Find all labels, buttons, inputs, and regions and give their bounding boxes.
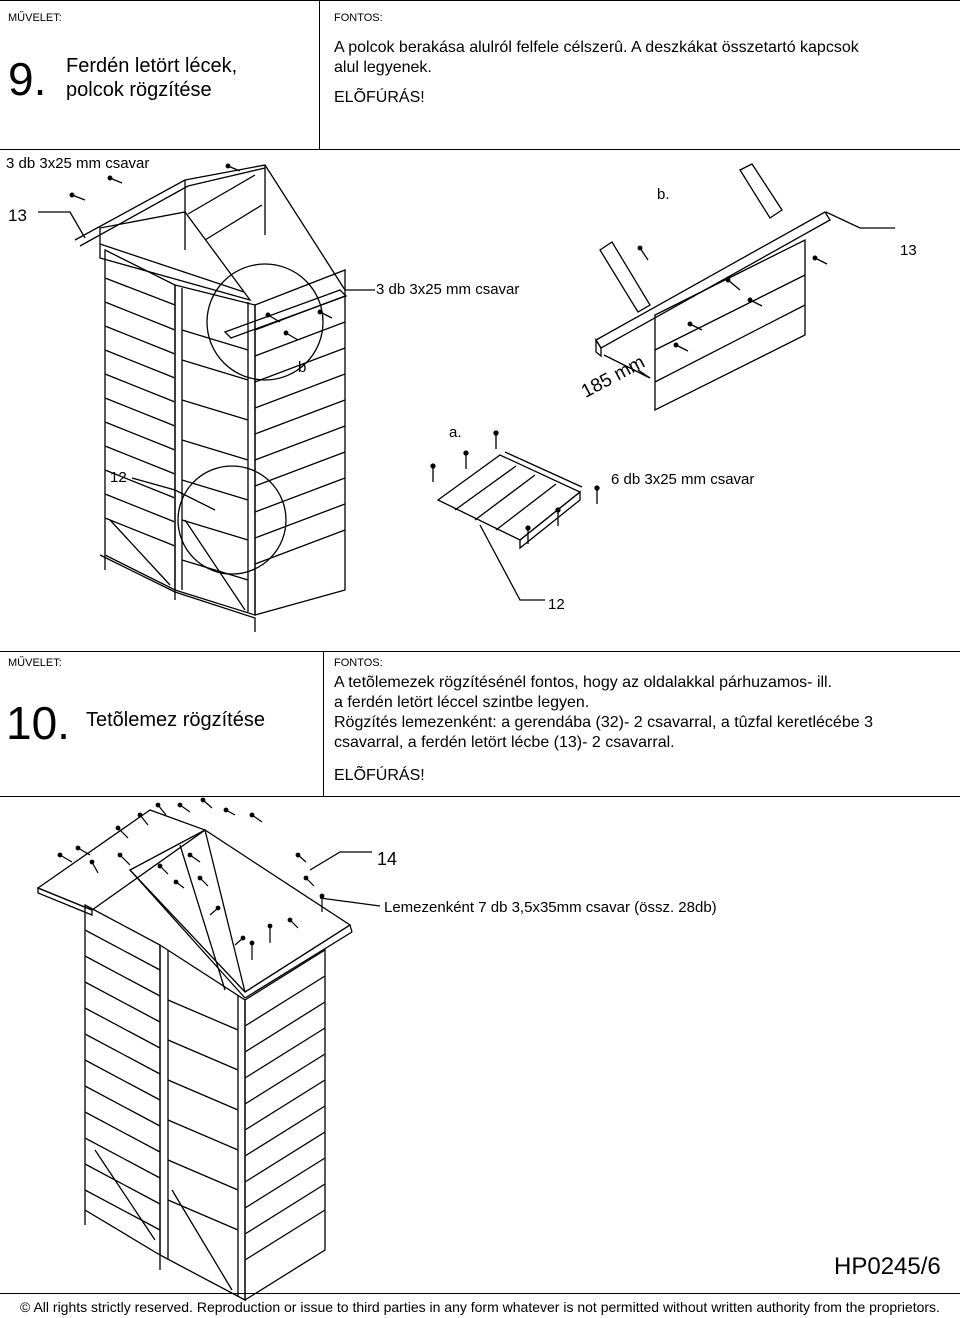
step9-note-line1: A polcok berakása alulról felfele célsze… <box>334 39 859 56</box>
step10-note-line3: Rögzítés lemezenként: a gerendába (32)- … <box>334 714 873 731</box>
step10-header-top <box>0 651 960 652</box>
detail-b-label: b. <box>657 186 670 203</box>
step10-note-line4: csavarral, a ferdén letört lécbe (13)- 2… <box>334 734 675 751</box>
step10-important-label: FONTOS: <box>334 657 383 669</box>
circle-b-label: b <box>298 359 307 376</box>
part-13-right-label: 13 <box>900 242 917 259</box>
step9-detail-b-drawing <box>595 163 895 412</box>
step9-cabinet-drawing <box>38 163 375 632</box>
step9-header-divider <box>0 149 960 150</box>
step10-header-split <box>323 651 324 797</box>
footer-copyright: © All rights strictly reserved. Reproduc… <box>20 1299 940 1315</box>
step9-important-label: FONTOS: <box>334 12 383 24</box>
step10-predrill: ELÕFÚRÁS! <box>334 767 425 784</box>
screws-per-sheet-label: Lemezenként 7 db 3,5x35mm csavar (össz. … <box>384 899 717 916</box>
part-13-left-label: 13 <box>8 206 27 225</box>
step9-number: 9. <box>8 53 47 105</box>
frame-top <box>0 0 960 1</box>
step10-title: Tetõlemez rögzítése <box>86 709 265 731</box>
step9-operation-label: MŰVELET: <box>8 12 62 24</box>
step9-detail-a-drawing <box>430 430 600 601</box>
step9-header-split <box>319 0 320 150</box>
step10-operation-label: MŰVELET: <box>8 657 62 669</box>
screws-mid-label: 3 db 3x25 mm csavar <box>376 281 520 298</box>
step10-header-divider <box>0 796 960 797</box>
document-id: HP0245/6 <box>834 1253 941 1280</box>
part-14-label: 14 <box>377 849 398 869</box>
footer-line <box>0 1293 960 1294</box>
screws-left-label: 3 db 3x25 mm csavar <box>6 155 150 172</box>
step10-cabinet-drawing <box>36 797 381 1302</box>
detail-a-label: a. <box>449 424 462 441</box>
step10-number: 10. <box>6 697 70 749</box>
step9-title: Ferdén letört lécek, polcok rögzítése <box>66 55 238 101</box>
step10-note-line2: a ferdén letört léccel szintbe legyen. <box>334 694 590 711</box>
screws-a-label: 6 db 3x25 mm csavar <box>611 471 755 488</box>
step10-note-line1: A tetõlemezek rögzítésénél fontos, hogy … <box>334 674 833 691</box>
part-12-bottom-label: 12 <box>548 596 565 613</box>
step9-predrill: ELÕFÚRÁS! <box>334 89 425 106</box>
step9-note-line2: alul legyenek. <box>334 59 432 76</box>
